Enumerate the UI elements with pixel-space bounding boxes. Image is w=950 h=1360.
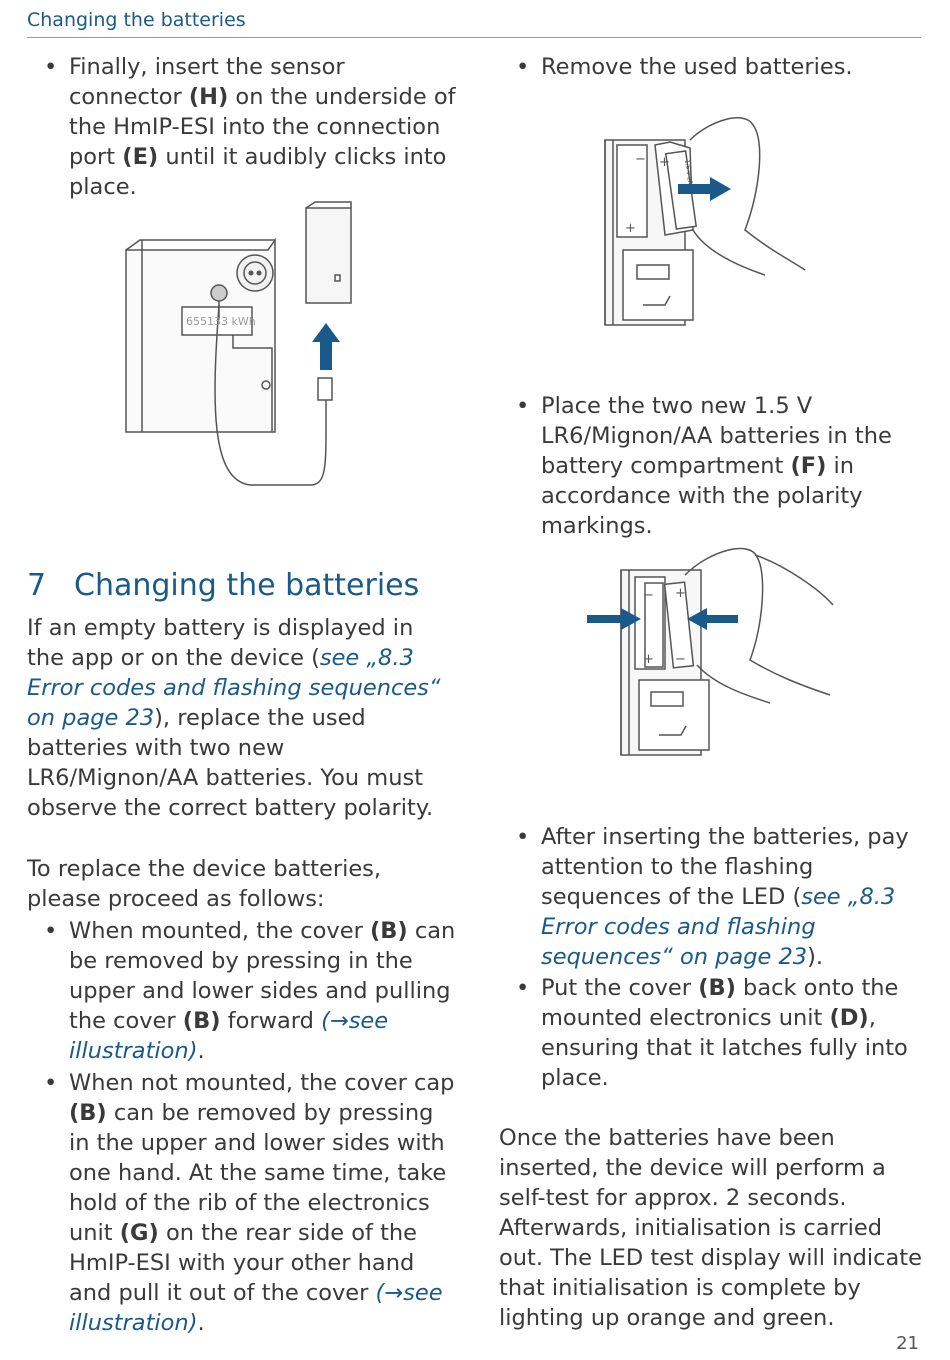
svg-text:+: +: [625, 221, 636, 236]
left-column-section: If an empty battery is displayed in the …: [27, 613, 457, 1338]
bullet-put-cover: Put the cover (B) back onto the mounted …: [499, 973, 924, 1093]
svg-text:−: −: [675, 652, 686, 667]
svg-text:+: +: [659, 155, 670, 170]
up-arrow-icon: [312, 323, 340, 370]
error-codes-link[interactable]: see „8.3 Error codes and flashing sequen…: [541, 884, 896, 970]
insert-batteries-illustration: − + + −: [587, 547, 834, 756]
svg-text:−: −: [635, 152, 646, 167]
meter-reading-text: 655133 kWh: [186, 315, 256, 328]
error-codes-link[interactable]: see „8.3 Error codes and flashing sequen…: [27, 645, 441, 731]
running-header: Changing the batteries: [27, 9, 246, 31]
left-column-top: Finally, insert the sensor connector (H)…: [27, 52, 457, 202]
page-number: 21: [896, 1333, 919, 1354]
bullet-insert-sensor: Finally, insert the sensor connector (H)…: [27, 52, 457, 202]
bullet-place-batteries: Place the two new 1.5 V LR6/Mignon/AA ba…: [499, 391, 924, 541]
see-illustration-link[interactable]: (→see illustration): [69, 1008, 389, 1064]
remove-batteries-illustration: − + + 1.5 V LR6: [604, 117, 806, 326]
svg-text:+: +: [675, 586, 686, 601]
left-arrow-icon: [687, 608, 738, 630]
bullet-after-inserting: After inserting the batteries, pay atten…: [499, 822, 924, 972]
right-column-bottom: After inserting the batteries, pay atten…: [499, 822, 924, 1333]
see-illustration-link[interactable]: (→see illustration): [69, 1280, 443, 1336]
proceed-text: To replace the device batteries, please …: [27, 856, 382, 912]
battery-label-text: 1.5 V LR6: [683, 159, 694, 189]
header-divider: [27, 37, 921, 38]
right-column-place: Place the two new 1.5 V LR6/Mignon/AA ba…: [499, 391, 924, 541]
bullet-remove-batteries: Remove the used batteries.: [499, 52, 924, 82]
right-column-top: Remove the used batteries.: [499, 52, 924, 82]
svg-text:+: +: [643, 652, 654, 667]
right-arrow-icon: [587, 608, 641, 630]
section-intro: If an empty battery is displayed in the …: [27, 615, 441, 821]
right-arrow-icon: [678, 177, 731, 201]
meter-sensor-illustration: 655133 kWh: [125, 201, 352, 486]
svg-text:−: −: [643, 588, 654, 603]
closing-paragraph: Once the batteries have been inserted, t…: [499, 1125, 922, 1331]
bullet-unmounted: When not mounted, the cover cap (B) can …: [27, 1068, 457, 1338]
bullet-mounted: When mounted, the cover (B) can be remov…: [27, 916, 457, 1066]
